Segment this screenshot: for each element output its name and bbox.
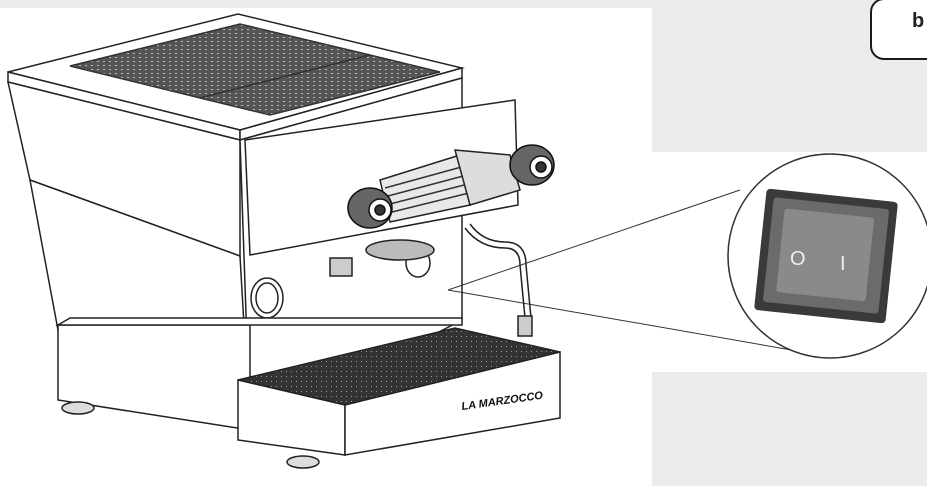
- right-knob: [509, 144, 555, 186]
- section-tab: [870, 0, 927, 60]
- right-bottom-panel: [652, 372, 927, 486]
- top-strip: [0, 0, 652, 8]
- callout-lines: [447, 189, 821, 356]
- section-tab-label: b: [912, 10, 925, 32]
- switch-off-label: O: [790, 248, 806, 270]
- group-head: [329, 149, 521, 277]
- drip-tray: [237, 327, 561, 456]
- switch-on-label: I: [840, 253, 846, 275]
- steam-wand: [464, 223, 533, 337]
- machine-top-cover: [7, 13, 465, 141]
- left-knob: [347, 187, 393, 229]
- machine-base: [55, 317, 463, 469]
- power-switch: [754, 188, 898, 324]
